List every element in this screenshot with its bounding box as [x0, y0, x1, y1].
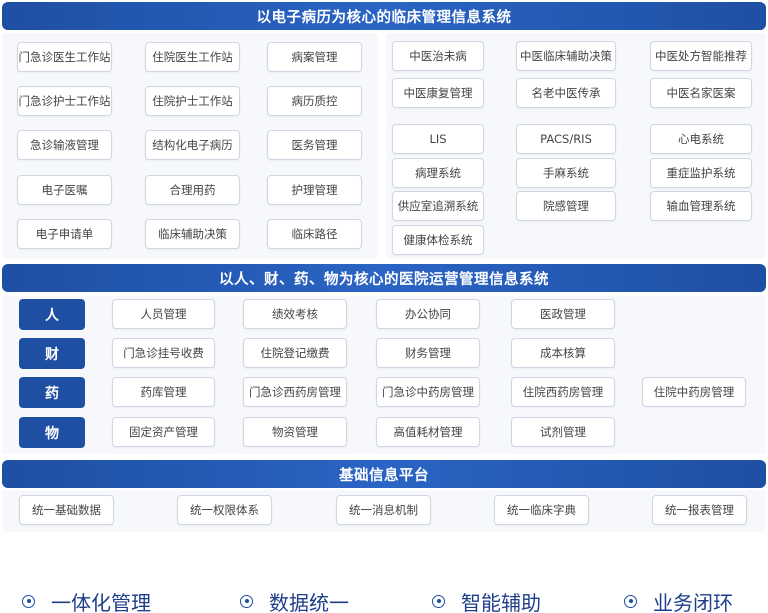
clinical-module: 电子医嘱: [17, 175, 112, 205]
ops-module: 住院登记缴费: [243, 338, 347, 368]
ancillary-module: 院感管理: [516, 191, 616, 221]
ancillary-module: 手麻系统: [516, 158, 616, 188]
clinical-module: 病历质控: [267, 86, 362, 116]
clinical-module: 住院医生工作站: [145, 42, 240, 72]
clinical-module: 门急诊护士工作站: [17, 86, 112, 116]
feature-item: 业务闭环: [624, 588, 733, 613]
ancillary-module: LIS: [392, 124, 484, 154]
base-platform-module: 统一临床字典: [494, 495, 589, 525]
bullet-icon: [240, 594, 253, 608]
ops-module: 医政管理: [511, 299, 615, 329]
ancillary-module: 输血管理系统: [650, 191, 752, 221]
ops-module: 住院西药房管理: [511, 377, 615, 407]
tcm-module: 中医名家医案: [650, 78, 752, 108]
clinical-module: 医务管理: [267, 130, 362, 160]
ops-category-tag: 财: [19, 338, 85, 369]
clinical-module: 结构化电子病历: [145, 130, 240, 160]
feature-item: 智能辅助: [432, 588, 541, 613]
ops-module: 门急诊西药房管理: [243, 377, 347, 407]
ops-section-title: 以人、财、药、物为核心的医院运营管理信息系统: [2, 264, 766, 292]
ops-category-tag: 物: [19, 417, 85, 448]
ops-module: 住院中药房管理: [642, 377, 746, 407]
ops-module: 成本核算: [511, 338, 615, 368]
clinical-module: 门急诊医生工作站: [17, 42, 112, 72]
bullet-icon: [22, 594, 35, 608]
ops-category-tag: 人: [19, 299, 85, 330]
ancillary-module: 病理系统: [392, 158, 484, 188]
clinical-module: 急诊输液管理: [17, 130, 112, 160]
base-platform-module: 统一基础数据: [19, 495, 114, 525]
ops-module: 高值耗材管理: [376, 417, 480, 447]
base-section-title: 基础信息平台: [2, 460, 766, 488]
base-platform-module: 统一报表管理: [652, 495, 747, 525]
bullet-icon: [624, 594, 637, 608]
feature-label: 业务闭环: [653, 590, 733, 613]
clinical-module: 病案管理: [267, 42, 362, 72]
ops-category-tag: 药: [19, 377, 85, 408]
bullet-icon: [432, 594, 445, 608]
ancillary-module: 供应室追溯系统: [392, 191, 484, 221]
ops-module: 药库管理: [112, 377, 215, 407]
ops-module: 试剂管理: [511, 417, 615, 447]
clinical-module: 临床辅助决策: [145, 219, 240, 249]
base-platform-module: 统一权限体系: [177, 495, 272, 525]
tcm-module: 中医康复管理: [392, 78, 484, 108]
emr-section-title: 以电子病历为核心的临床管理信息系统: [2, 2, 766, 30]
ops-module: 办公协同: [376, 299, 480, 329]
ops-module: 固定资产管理: [112, 417, 215, 447]
feature-label: 一体化管理: [51, 590, 151, 613]
clinical-module: 临床路径: [267, 219, 362, 249]
clinical-module: 电子申请单: [17, 219, 112, 249]
ops-module: 门急诊挂号收费: [112, 338, 215, 368]
clinical-module: 合理用药: [145, 175, 240, 205]
tcm-module: 中医治未病: [392, 41, 484, 71]
base-platform-module: 统一消息机制: [336, 495, 431, 525]
feature-label: 数据统一: [269, 590, 349, 613]
tcm-module: 中医临床辅助决策: [516, 41, 616, 71]
ops-module: 物资管理: [243, 417, 347, 447]
tcm-module: 名老中医传承: [516, 78, 616, 108]
feature-item: 数据统一: [240, 588, 349, 613]
tcm-module: 中医处方智能推荐: [650, 41, 752, 71]
ancillary-module: 重症监护系统: [650, 158, 752, 188]
clinical-module: 护理管理: [267, 175, 362, 205]
ops-module: 绩效考核: [243, 299, 347, 329]
ops-module: 财务管理: [376, 338, 480, 368]
feature-item: 一体化管理: [22, 588, 151, 613]
feature-label: 智能辅助: [461, 590, 541, 613]
ops-module: 门急诊中药房管理: [376, 377, 480, 407]
ancillary-module: 健康体检系统: [392, 225, 484, 255]
clinical-module: 住院护士工作站: [145, 86, 240, 116]
ancillary-module: 心电系统: [650, 124, 752, 154]
ancillary-module: PACS/RIS: [516, 124, 616, 154]
ops-module: 人员管理: [112, 299, 215, 329]
